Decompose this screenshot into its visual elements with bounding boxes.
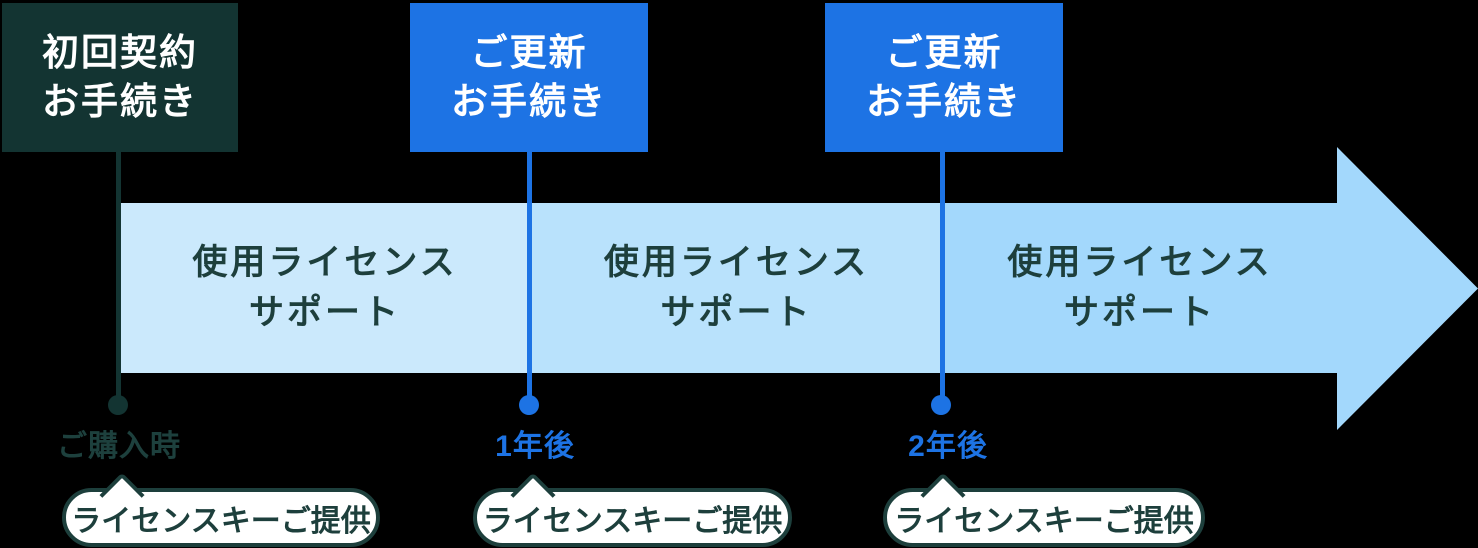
milestone-box-renewal-1: ご更新 お手続き	[410, 3, 648, 152]
license-key-bubble-renewal-1: ライセンスキーご提供	[473, 472, 792, 547]
bubble-label: ライセンスキーご提供	[894, 504, 1194, 538]
support-band-label-line2: サポート	[660, 293, 813, 332]
time-label-2-years-later: 2年後	[908, 430, 988, 463]
support-band-segment-3: 使用ライセンス サポート	[943, 203, 1337, 373]
milestone-box-label-line1: 初回契約	[42, 31, 198, 73]
support-band-label-line1: 使用ライセンス	[192, 242, 458, 282]
milestone-box-initial-contract: 初回契約 お手続き	[2, 3, 238, 152]
milestone-box-label-line2: お手続き	[451, 80, 607, 122]
support-band-label-line1: 使用ライセンス	[1007, 242, 1273, 282]
milestone-box-label-line1: ご更新	[470, 31, 588, 73]
connector-line-initial	[116, 152, 121, 402]
support-band-label-line2: サポート	[1063, 293, 1216, 332]
support-band-segment-2: 使用ライセンス サポート	[530, 203, 943, 373]
milestone-box-label-line2: お手続き	[42, 80, 198, 122]
support-band-segment-1: 使用ライセンス サポート	[120, 203, 530, 373]
milestone-box-label-line2: お手続き	[866, 80, 1022, 122]
connector-line-renewal-1	[527, 152, 532, 402]
milestone-box-label-line1: ご更新	[885, 31, 1003, 73]
bubble-label: ライセンスキーご提供	[71, 504, 371, 538]
timeline-arrow-head-icon	[1337, 147, 1478, 430]
time-label-1-year-later: 1年後	[495, 430, 575, 463]
timeline-dot-initial	[108, 395, 128, 415]
timeline-dot-renewal-2	[931, 395, 951, 415]
support-band-label-line1: 使用ライセンス	[603, 242, 870, 282]
bubble-label: ライセンスキーご提供	[482, 504, 783, 538]
support-band-label-line2: サポート	[248, 293, 401, 332]
connector-line-renewal-2	[940, 152, 945, 402]
license-key-bubble-initial: ライセンスキーご提供	[62, 472, 380, 547]
milestone-box-renewal-2: ご更新 お手続き	[825, 3, 1063, 152]
license-key-bubble-renewal-2: ライセンスキーご提供	[883, 472, 1205, 547]
timeline-dot-renewal-1	[519, 395, 539, 415]
time-label-purchase: ご購入時	[57, 430, 181, 463]
